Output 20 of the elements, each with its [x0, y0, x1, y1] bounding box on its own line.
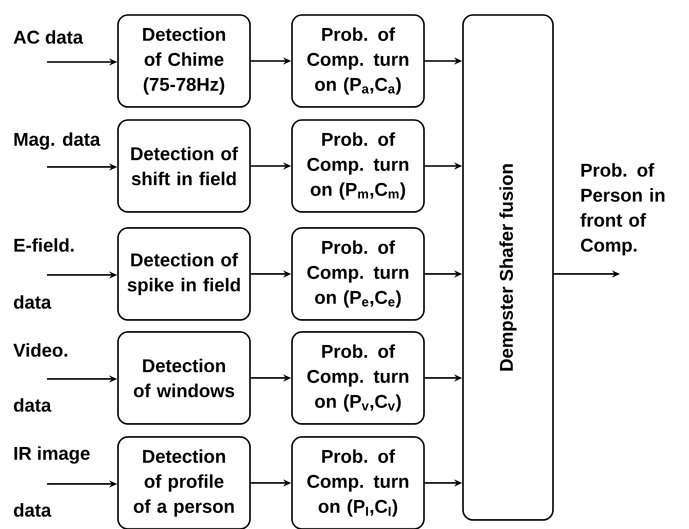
- input-label: AC data: [14, 30, 84, 44]
- fusion-box: Dempster Shafer fusion: [462, 14, 554, 521]
- process-box: Detection of profile of a person: [117, 436, 251, 529]
- input-label: IR image: [14, 446, 90, 464]
- process-box: Prob. of Comp. turn on (P$_{I}$,C$_{I}$): [291, 436, 425, 529]
- process-box: Prob. of Comp. turn on (P$_{a}$,C$_{a}$): [291, 14, 425, 108]
- input-label: Video.: [13, 343, 68, 357]
- process-box: Detection of shift in field: [117, 119, 251, 213]
- process-box: Prob. of Comp. turn on (P$_{v}$,C$_{v}$): [291, 331, 425, 425]
- process-box: Prob. of Comp. turn on (P$_{e}$,C$_{e}$): [291, 227, 425, 321]
- process-box: Detection of spike in field: [117, 227, 251, 321]
- input-label: data: [14, 295, 52, 309]
- input-label: E-field.: [14, 238, 74, 252]
- input-label: data: [14, 503, 52, 517]
- process-box: Detection of windows: [117, 331, 251, 425]
- process-box: Prob. of Comp. turn on (P$_{m}$,C$_{m}$): [291, 119, 425, 213]
- input-label: Mag. data: [14, 132, 100, 150]
- input-label: Prob. of Person in front of Comp.: [580, 163, 664, 256]
- process-box: Detection of Chime (75-78Hz): [117, 14, 251, 108]
- input-label: data: [14, 398, 52, 412]
